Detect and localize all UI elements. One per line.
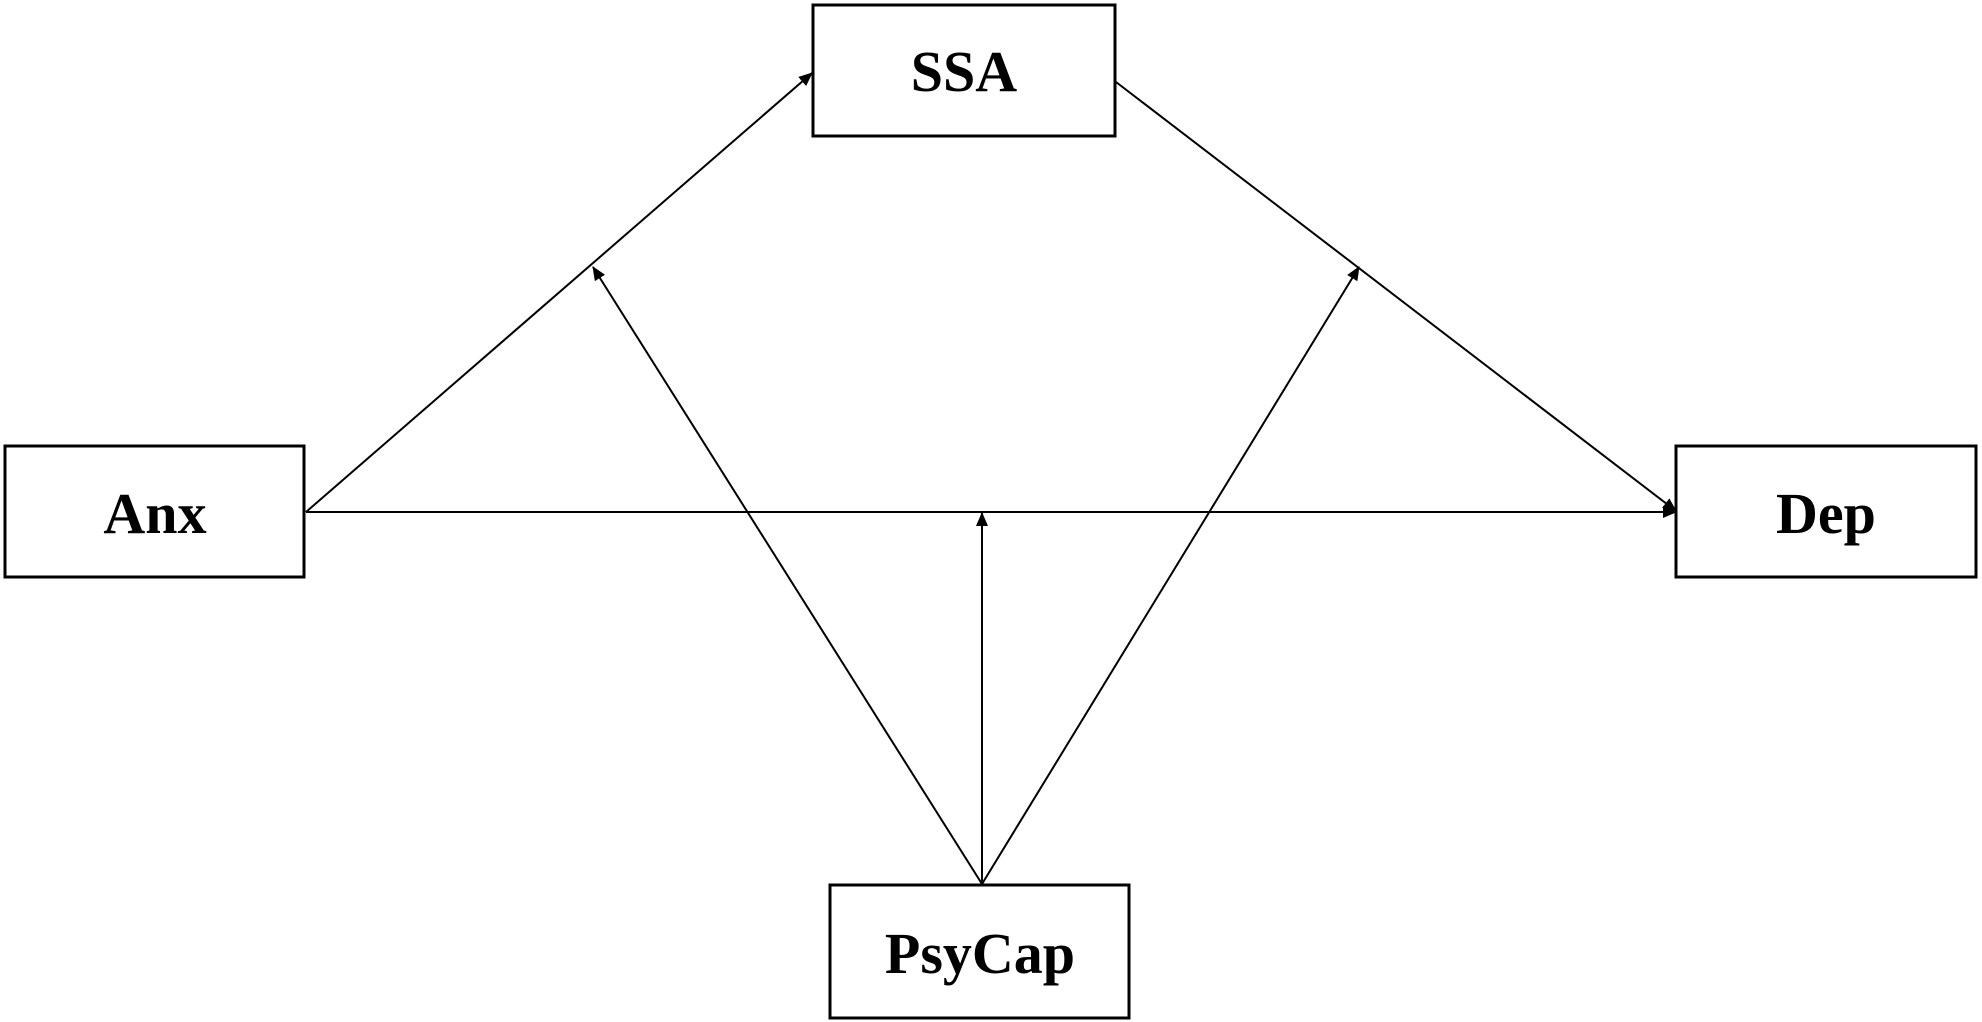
node-dep: Dep — [1674, 444, 1978, 579]
node-anx: Anx — [3, 444, 306, 579]
moderation-psycap-to-anx-ssa — [592, 266, 983, 885]
node-dep-box — [1674, 444, 1978, 579]
path-anx-to-ssa — [305, 72, 813, 513]
node-psycap-label: PsyCap — [885, 921, 1075, 986]
path-ssa-to-dep — [1115, 81, 1677, 512]
node-anx-label: Anx — [103, 481, 206, 546]
moderation-psycap-to-ssa-dep — [981, 266, 1360, 885]
node-ssa-label: SSA — [911, 39, 1018, 104]
node-psycap: PsyCap — [828, 883, 1131, 1020]
node-ssa-box — [811, 3, 1117, 138]
node-anx-box — [3, 444, 306, 579]
node-dep-label: Dep — [1776, 481, 1876, 546]
node-psycap-box — [828, 883, 1131, 1020]
node-ssa: SSA — [811, 3, 1117, 138]
